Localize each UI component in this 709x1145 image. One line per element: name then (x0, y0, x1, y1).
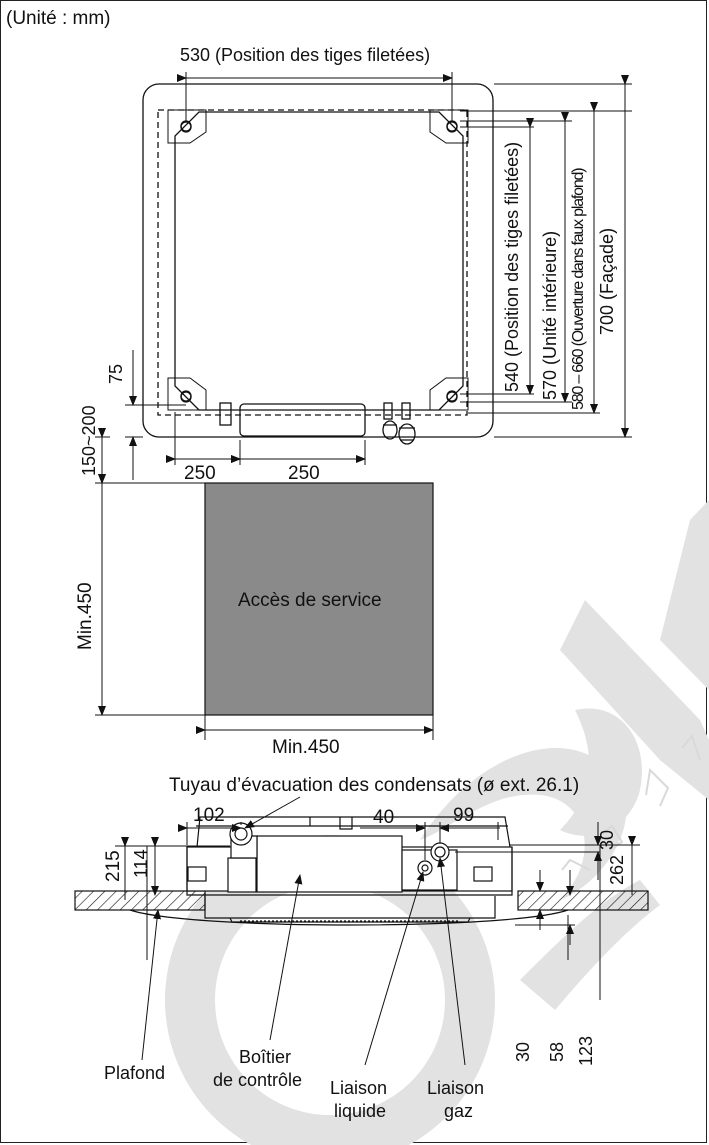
dim-150-200-label: 150~200 (79, 405, 99, 476)
side-view-dimensions (115, 796, 640, 1066)
service-access-area (204, 482, 434, 716)
dim-30-bottom-label: 30 (513, 1041, 533, 1062)
dim-262-label: 262 (607, 854, 627, 885)
rod-slot-top-right (446, 120, 458, 133)
control-box-label-line1: Boîtier (239, 1047, 292, 1067)
service-dimensions (95, 474, 434, 740)
rod-slot-bottom-left (180, 390, 192, 403)
unit-label: (Unité : mm) (6, 8, 111, 29)
dim-123-label: 123 (576, 1035, 596, 1066)
ceiling-opening-label: 580 – 660 (Ouverture dans faux plafond) (570, 168, 587, 410)
dim-40-label: 40 (373, 807, 395, 828)
service-min-height-label: Min.450 (75, 582, 96, 650)
liquid-line-label-line2: liquide (334, 1101, 387, 1121)
dim-75-label: 75 (106, 363, 126, 384)
rod-height-label: 540 (Position des tiges filetées) (502, 141, 522, 392)
top-view (142, 83, 494, 445)
dim-215-label: 215 (103, 850, 124, 882)
unit-height-label: 570 (Unité intérieure) (540, 230, 560, 400)
rod-slot-top-left (180, 120, 192, 133)
control-box-label-line2: de contrôle (213, 1070, 303, 1090)
liquid-line-label-line1: Liaison (330, 1078, 388, 1098)
dim-114-label: 114 (131, 849, 151, 878)
dim-102-label: 102 (193, 805, 225, 826)
facade-label: 700 (Façade) (597, 227, 617, 335)
dim-250-right-label: 250 (288, 463, 320, 484)
dim-58-label: 58 (547, 1041, 567, 1062)
rod-width-label: 530 (Position des tiges filetées) (180, 45, 431, 65)
watermark-logo (165, 500, 709, 1145)
rod-slot-bottom-right (446, 390, 458, 403)
service-min-width-label: Min.450 (272, 737, 340, 758)
dim-30-top-label: 30 (597, 829, 617, 850)
service-access-label: Accès de service (238, 590, 382, 611)
gas-line-label-line1: Liaison (427, 1078, 485, 1098)
ceiling-label: Plafond (104, 1063, 166, 1083)
dim-250-left-label: 250 (184, 463, 216, 484)
gas-line-label-line2: gaz (444, 1101, 474, 1121)
top-view-dimensions (95, 72, 632, 484)
dim-99-label: 99 (453, 805, 475, 826)
drain-pipe-label: Tuyau d’évacuation des condensats (ø ext… (169, 775, 580, 796)
side-view (74, 816, 649, 926)
watermark-letters (561, 733, 701, 871)
